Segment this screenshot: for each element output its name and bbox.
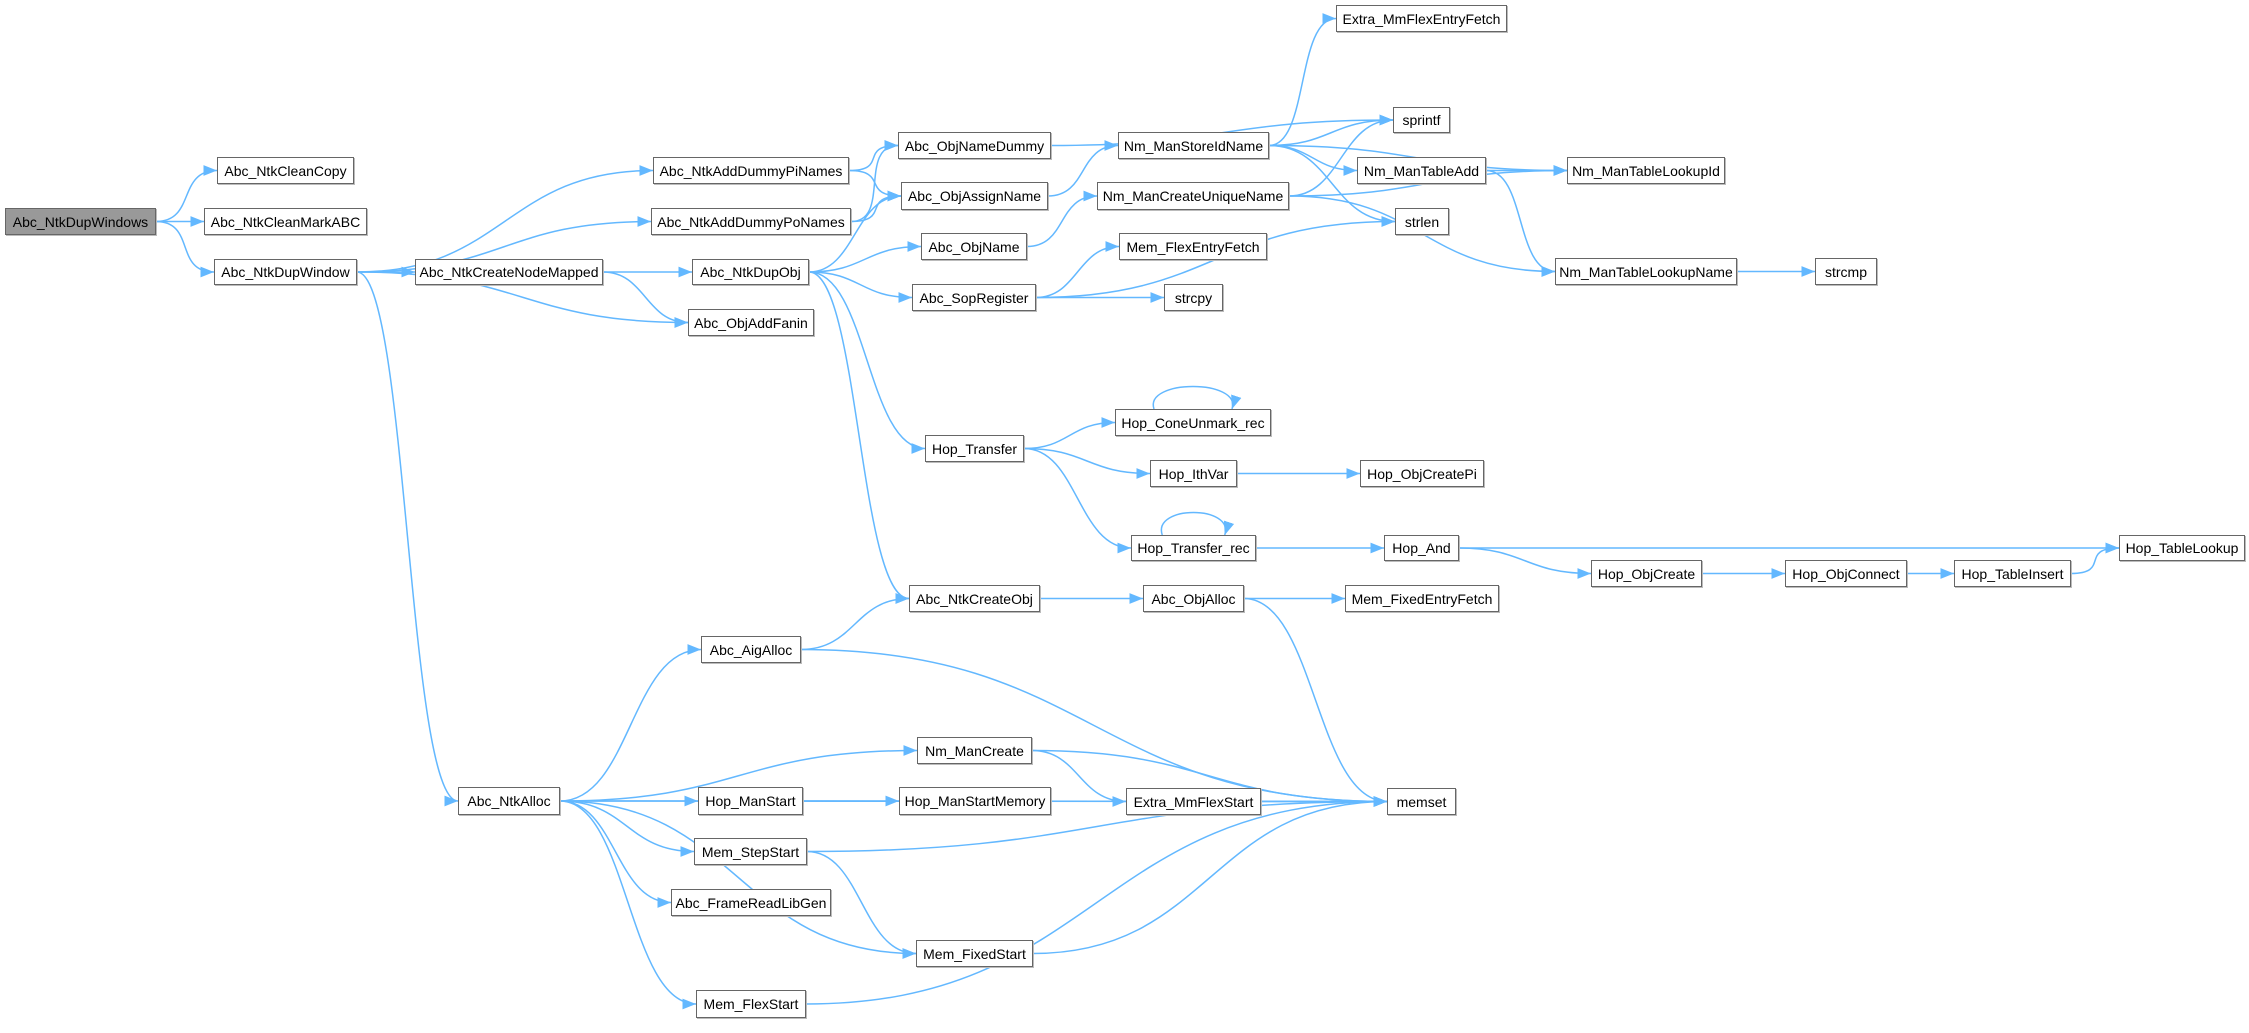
node-strcmp[interactable]: strcmp <box>1815 258 1877 285</box>
node-memfixed[interactable]: Mem_FixedStart <box>916 940 1033 967</box>
edge-ntkalloc-to-aigalloc <box>559 644 702 802</box>
node-addpi[interactable]: Abc_NtkAddDummyPiNames <box>653 157 849 184</box>
node-createnode[interactable]: Abc_NtkCreateNodeMapped <box>415 259 603 285</box>
edge-hoptransfer-to-transferrec <box>1023 447 1132 554</box>
edge-dupwindow-to-ntkalloc <box>356 271 459 807</box>
edge-memstep-to-memfixed <box>806 850 917 959</box>
edge-nmcreate-to-memset <box>1031 749 1388 807</box>
node-coneunmark[interactable]: Hop_ConeUnmark_rec <box>1115 409 1271 436</box>
node-lookupid[interactable]: Nm_ManTableLookupId <box>1567 157 1725 184</box>
edge-dupwindow-to-addfanin <box>356 271 689 328</box>
node-ntkalloc[interactable]: Abc_NtkAlloc <box>458 787 560 815</box>
edge-sopreg-to-memflexfetch <box>1035 241 1120 299</box>
node-createobj[interactable]: Abc_NtkCreateObj <box>909 585 1040 612</box>
node-objalloc[interactable]: Abc_ObjAlloc <box>1143 585 1244 612</box>
node-memstep[interactable]: Mem_StepStart <box>694 838 807 865</box>
edge-ntkalloc-to-memflex <box>559 800 697 1010</box>
node-tableadd[interactable]: Nm_ManTableAdd <box>1357 157 1486 184</box>
node-objcreate[interactable]: Hop_ObjCreate <box>1591 560 1702 587</box>
node-dupobj[interactable]: Abc_NtkDupObj <box>692 259 809 285</box>
edge-hoptransfer-to-coneunmark <box>1023 417 1116 450</box>
edge-memflex-to-memset <box>805 796 1388 1005</box>
edge-dupwindows-to-cleancopy <box>155 165 218 223</box>
node-hopmanmem[interactable]: Hop_ManStartMemory <box>899 787 1051 815</box>
edge-storeid-to-extrafetch <box>1268 13 1337 147</box>
edge-assignname-to-storeid <box>1047 140 1119 197</box>
edge-tableinsert-to-tablelookup <box>2070 542 2120 575</box>
edge-addpo-to-namedummy <box>850 140 899 223</box>
node-tableinsert[interactable]: Hop_TableInsert <box>1954 560 2071 587</box>
node-addfanin[interactable]: Abc_ObjAddFanin <box>688 309 814 336</box>
edge-storeid-to-strlen <box>1268 144 1396 227</box>
node-storeid[interactable]: Nm_ManStoreIdName <box>1118 132 1269 159</box>
node-cleanmark[interactable]: Abc_NtkCleanMarkABC <box>204 208 367 235</box>
node-sopreg[interactable]: Abc_SopRegister <box>912 284 1036 311</box>
node-readlib[interactable]: Abc_FrameReadLibGen <box>671 889 831 916</box>
node-lookupname[interactable]: Nm_ManTableLookupName <box>1555 258 1737 285</box>
edge-dupwindow-to-addpi <box>356 165 654 273</box>
node-fixedentry[interactable]: Mem_FixedEntryFetch <box>1345 585 1499 612</box>
edge-ntkalloc-to-nmcreate <box>559 745 918 802</box>
node-cleancopy[interactable]: Abc_NtkCleanCopy <box>217 157 354 184</box>
edge-objname-to-uniquename <box>1026 190 1098 248</box>
edge-aigalloc-to-createobj <box>800 593 910 651</box>
node-memflexfetch[interactable]: Mem_FlexEntryFetch <box>1119 233 1267 260</box>
edge-objalloc-to-memset <box>1243 597 1388 807</box>
node-assignname[interactable]: Abc_ObjAssignName <box>901 182 1048 210</box>
node-aigalloc[interactable]: Abc_AigAlloc <box>701 636 801 663</box>
node-addpo[interactable]: Abc_NtkAddDummyPoNames <box>651 208 851 235</box>
node-namedummy[interactable]: Abc_ObjNameDummy <box>898 132 1051 159</box>
node-tablelookup[interactable]: Hop_TableLookup <box>2119 535 2245 561</box>
node-objname[interactable]: Abc_ObjName <box>921 233 1027 260</box>
edge-storeid-to-tableadd <box>1268 144 1358 176</box>
node-memflex[interactable]: Mem_FlexStart <box>696 990 806 1018</box>
edge-storeid-to-sprintf <box>1268 114 1394 147</box>
node-strlen[interactable]: strlen <box>1395 208 1449 235</box>
edge-hoptransfer-to-ithvar <box>1023 447 1151 479</box>
edge-dupobj-to-sopreg <box>808 271 913 303</box>
node-hopmanstart[interactable]: Hop_ManStart <box>698 787 803 815</box>
node-uniquename[interactable]: Nm_ManCreateUniqueName <box>1097 182 1289 210</box>
edge-ntkalloc-to-readlib <box>559 800 672 908</box>
node-extrafetch[interactable]: Extra_MmFlexEntryFetch <box>1336 5 1507 32</box>
edge-addpi-to-namedummy <box>848 140 899 172</box>
edge-tableadd-to-lookupname <box>1485 169 1556 277</box>
edge-dupobj-to-createobj <box>808 271 910 604</box>
edge-createnode-to-addfanin <box>602 271 689 328</box>
node-hopand[interactable]: Hop_And <box>1384 535 1459 561</box>
node-ithvar[interactable]: Hop_IthVar <box>1150 460 1237 487</box>
edge-dupobj-to-hoptransfer <box>808 271 926 454</box>
node-hoptransfer[interactable]: Hop_Transfer <box>925 435 1024 462</box>
edge-memfixed-to-memset <box>1032 796 1388 955</box>
edge-coneunmark-to-coneunmark <box>1152 385 1242 410</box>
edge-aigalloc-to-memset <box>800 648 1388 807</box>
node-nmcreate[interactable]: Nm_ManCreate <box>917 737 1032 764</box>
node-memset[interactable]: memset <box>1387 788 1456 815</box>
node-objcreatepi[interactable]: Hop_ObjCreatePi <box>1360 460 1484 487</box>
edge-ntkalloc-to-memfixed <box>559 800 917 959</box>
edge-uniquename-to-sprintf <box>1288 114 1394 197</box>
node-dupwindow[interactable]: Abc_NtkDupWindow <box>214 259 357 285</box>
node-dupwindows: Abc_NtkDupWindows <box>5 208 156 235</box>
edge-hopand-to-objcreate <box>1458 547 1592 579</box>
edge-dupobj-to-assignname <box>808 190 902 273</box>
edge-nmcreate-to-extraflexstart <box>1031 749 1127 807</box>
node-objconnect[interactable]: Hop_ObjConnect <box>1785 560 1907 587</box>
edge-ntkalloc-to-memstep <box>559 800 695 857</box>
node-transferrec[interactable]: Hop_Transfer_rec <box>1131 535 1256 561</box>
edge-addpo-to-assignname <box>850 190 902 223</box>
edge-dupobj-to-objname <box>808 241 922 273</box>
node-extraflexstart[interactable]: Extra_MmFlexStart <box>1126 788 1261 815</box>
edge-memstep-to-memset <box>806 796 1388 853</box>
edge-transferrec-to-transferrec <box>1160 511 1235 536</box>
node-strcpy[interactable]: strcpy <box>1164 284 1223 311</box>
node-sprintf[interactable]: sprintf <box>1393 107 1450 133</box>
edge-dupwindows-to-dupwindow <box>155 220 215 278</box>
